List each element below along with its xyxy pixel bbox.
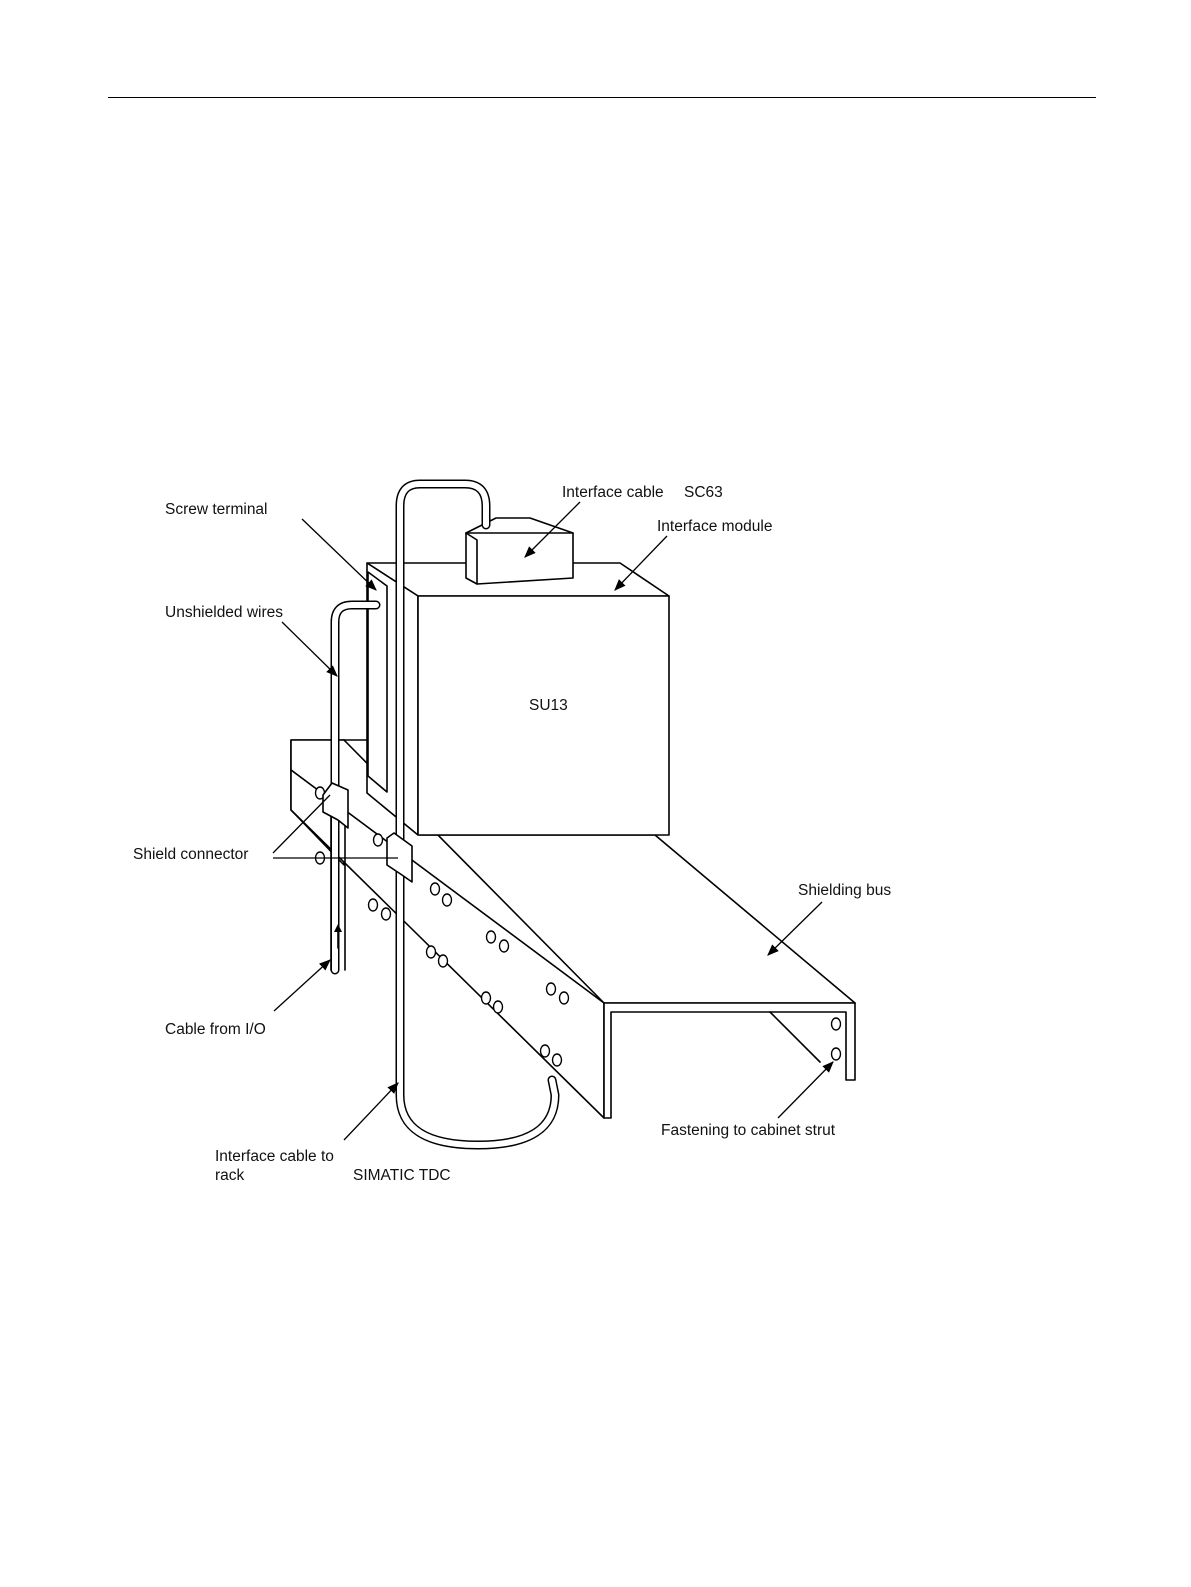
label-interface-cable: Interface cable bbox=[562, 483, 664, 502]
label-screw-terminal: Screw terminal bbox=[165, 500, 268, 519]
sc63-connector bbox=[466, 518, 573, 584]
label-simatic-tdc: SIMATIC TDC bbox=[353, 1166, 451, 1185]
label-interface-module: Interface module bbox=[657, 517, 772, 536]
label-sc63: SC63 bbox=[684, 483, 723, 502]
interface-module-box bbox=[367, 563, 669, 835]
label-interface-cable-rack-1: Interface cable to bbox=[215, 1147, 334, 1166]
label-shielding-bus: Shielding bus bbox=[798, 881, 891, 900]
label-fastening: Fastening to cabinet strut bbox=[661, 1121, 835, 1140]
label-su13: SU13 bbox=[529, 696, 568, 715]
label-unshielded-wires: Unshielded wires bbox=[165, 603, 283, 622]
label-interface-cable-rack-2: rack bbox=[215, 1166, 244, 1185]
label-shield-connector: Shield connector bbox=[133, 845, 248, 864]
label-cable-from-io: Cable from I/O bbox=[165, 1020, 266, 1039]
